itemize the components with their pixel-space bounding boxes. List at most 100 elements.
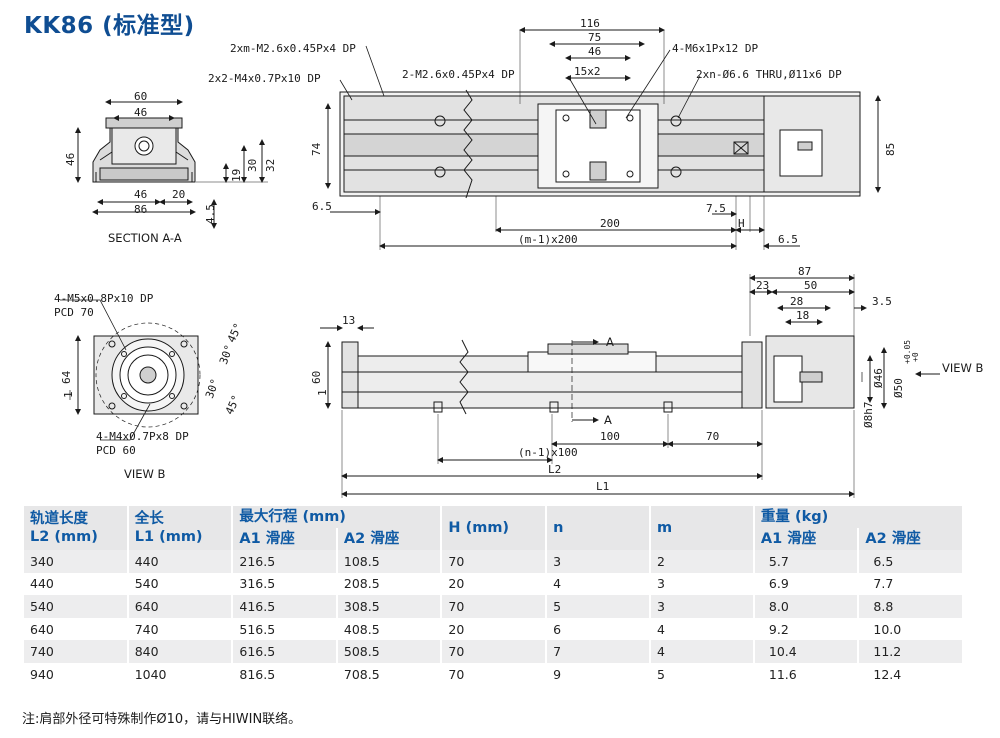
table-cell-n: 7 (545, 640, 650, 663)
dim-top-200: 200 (600, 217, 620, 230)
dim-sec-4-5: 4.5 (204, 204, 217, 224)
header-n: n (545, 506, 650, 550)
table-cell-w1: 6.9 (752, 572, 859, 596)
section-aa-labels: 60 46 46 19 30 32 46 20 86 4.5 SECTION A… (64, 90, 277, 245)
table-cell-h: 70 (440, 640, 547, 663)
table-cell-h: 20 (440, 572, 547, 596)
table-cell-l1: 640 (126, 595, 233, 618)
dim-vb-30b: 30° (203, 377, 222, 400)
dim-vb-45b: 45° (223, 393, 243, 417)
page-title: KK86 (标准型) (24, 13, 195, 39)
dim-top-116: 116 (580, 17, 600, 30)
dim-side-50: 50 (804, 279, 817, 292)
header-h: H (mm) (440, 506, 547, 550)
section-aa-view (75, 99, 268, 229)
dim-side-tol-up: +0.05 (903, 340, 912, 364)
table-cell-l2: 540 (22, 595, 128, 618)
table-cell-h: 70 (440, 550, 547, 573)
header-l1: 全长 L1 (mm) (126, 506, 233, 550)
dim-side-23: 23 (756, 279, 769, 292)
dim-side-60: 60 (310, 371, 323, 384)
table-cell-n: 5 (545, 595, 650, 618)
view-b (60, 299, 201, 441)
dim-side-1: 1 (316, 389, 329, 396)
table-cell-m: 4 (648, 640, 754, 663)
table-cell-s1: 316.5 (231, 572, 337, 596)
table-cell-l1: 540 (126, 572, 233, 596)
table-cell-n: 9 (545, 662, 650, 686)
header-weight-a2: A2 滑座 (857, 528, 962, 550)
table-cell-h: 70 (440, 662, 547, 686)
table-cell-s1: 616.5 (231, 640, 337, 663)
header-l1-unit: L1 (mm) (134, 529, 203, 545)
table-cell-l2: 940 (22, 662, 128, 686)
dim-side-d8: Ø8h7 (862, 402, 875, 429)
header-stroke: 最大行程 (mm) (231, 506, 442, 528)
dim-side-l1: L1 (596, 480, 609, 493)
footnote: 注:肩部外径可特殊制作Ø10，请与HIWIN联络。 (22, 712, 302, 727)
table-cell-l1: 440 (126, 550, 233, 573)
dim-top-m1: (m-1)x200 (518, 233, 578, 246)
table-cell-l2: 340 (22, 550, 128, 573)
view-b-title: VIEW B (124, 467, 166, 481)
table-cell-s1: 816.5 (231, 662, 337, 686)
table-cell-h: 20 (440, 617, 547, 641)
technical-drawing: 60 46 46 19 30 32 46 20 86 4.5 SECTION A… (54, 17, 984, 498)
table-cell-l1: 1040 (126, 662, 233, 686)
dim-top-75: 75 (588, 31, 601, 44)
table-cell-l1: 840 (126, 640, 233, 663)
table-cell-w1: 11.6 (752, 662, 859, 686)
header-l1-label: 全长 (134, 511, 164, 527)
callout-m5-thread: 4-M5x0.8Px10 DP (54, 292, 154, 305)
dim-side-100: 100 (600, 430, 620, 443)
table-cell-w1: 10.4 (752, 640, 859, 663)
dim-sec-60: 60 (134, 90, 147, 103)
header-weight: 重量 (kg) (752, 506, 962, 528)
table-cell-n: 3 (545, 550, 650, 573)
table-cell-n: 4 (545, 572, 650, 596)
section-mark-a-bottom: A (604, 413, 612, 427)
dim-sec-46-top: 46 (134, 106, 147, 119)
table-cell-h: 70 (440, 595, 547, 618)
view-b-arrow-label: VIEW B (942, 361, 984, 375)
dim-top-6-5a: 6.5 (312, 200, 332, 213)
callout-2m-thread: 2-M2.6x0.45Px4 DP (402, 68, 515, 81)
header-stroke-a2: A2 滑座 (335, 528, 442, 550)
dim-sec-30: 30 (246, 159, 259, 172)
table-cell-l1: 740 (126, 617, 233, 641)
table-cell-w1: 5.7 (752, 550, 859, 573)
table-cell-m: 2 (648, 550, 754, 573)
dim-side-13: 13 (342, 314, 355, 327)
header-stroke-a1: A1 滑座 (231, 528, 337, 550)
dim-top-46: 46 (588, 45, 601, 58)
dim-sec-32: 32 (264, 159, 277, 172)
table-cell-w1: 8.0 (752, 595, 859, 618)
table-cell-s2: 708.5 (335, 662, 442, 686)
dim-top-6-5b: 6.5 (778, 233, 798, 246)
table-cell-m: 3 (648, 572, 754, 596)
header-weight-a1: A1 滑座 (752, 528, 859, 550)
dim-side-l2: L2 (548, 463, 561, 476)
callout-2x2-thread: 2x2-M4x0.7Px10 DP (208, 72, 321, 85)
callout-4m6-thread: 4-M6x1Px12 DP (672, 42, 758, 55)
dim-vb-45a: 45° (225, 321, 245, 345)
callout-xm-thread: 2xm-M2.6x0.45Px4 DP (230, 42, 356, 55)
dim-top-h: H (738, 217, 745, 230)
dim-side-tol-dn: +0 (911, 352, 920, 362)
table-cell-m: 5 (648, 662, 754, 686)
dim-top-7-5: 7.5 (706, 202, 726, 215)
table-cell-s1: 516.5 (231, 617, 337, 641)
callout-xn-thru: 2xn-Ø6.6 THRU,Ø11x6 DP (696, 68, 842, 81)
table-cell-w2: 8.8 (857, 595, 962, 618)
dim-sec-46-left: 46 (64, 153, 77, 166)
dim-sec-46-bot: 46 (134, 188, 147, 201)
table-cell-s2: 408.5 (335, 617, 442, 641)
table-cell-s2: 508.5 (335, 640, 442, 663)
table-cell-l2: 740 (22, 640, 128, 663)
